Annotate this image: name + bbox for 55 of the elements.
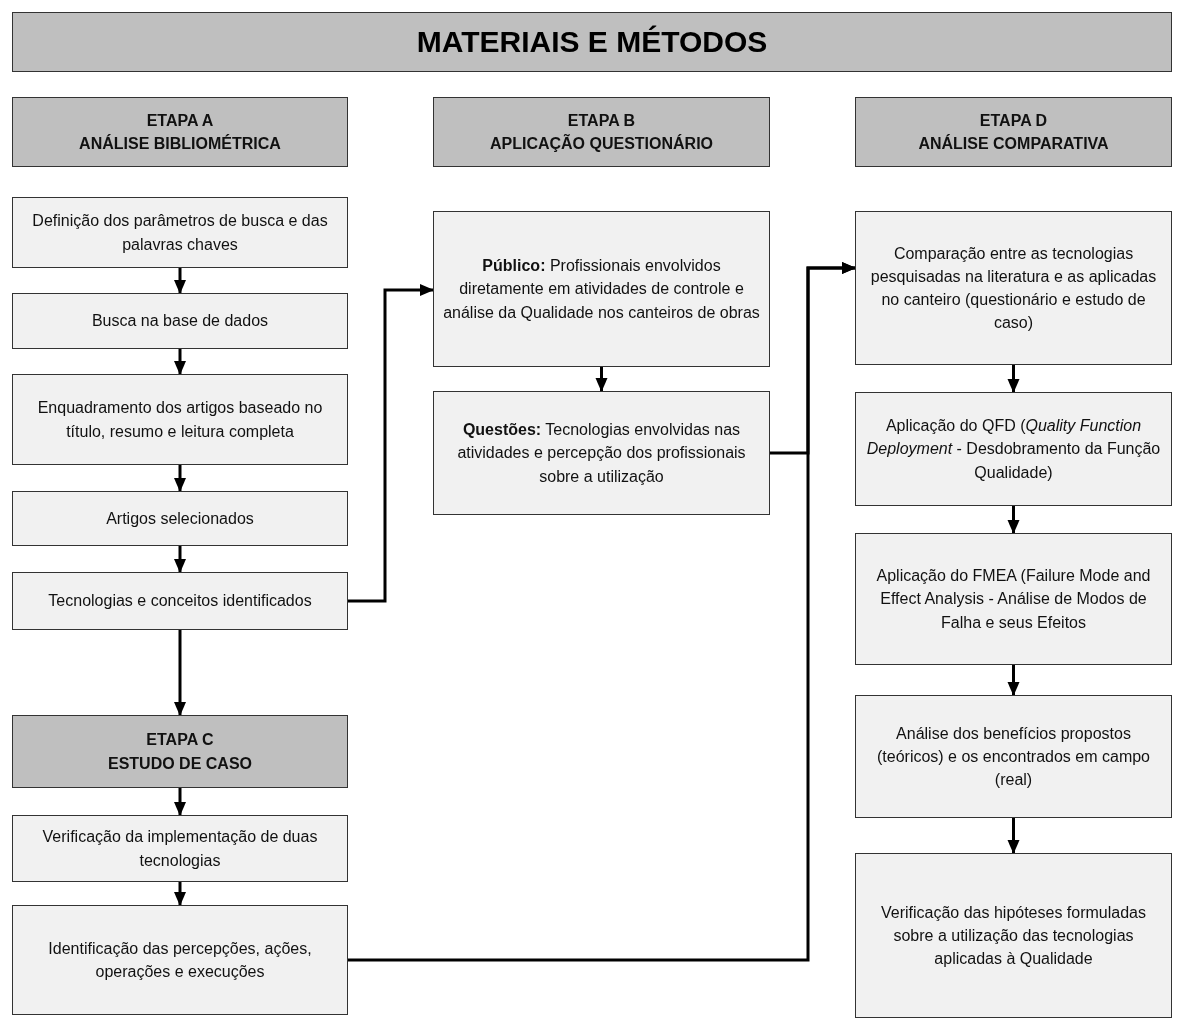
stage-title: ESTUDO DE CASO bbox=[108, 753, 252, 774]
arrow bbox=[174, 788, 186, 816]
arrow bbox=[1007, 818, 1020, 854]
step-text: Público: Profissionais envolvidos diretamente em atividades de controle e análise da Qualidade nos canteiros de obras bbox=[442, 256, 761, 323]
arrow bbox=[174, 465, 186, 492]
process-box bbox=[12, 572, 348, 630]
process-box bbox=[12, 905, 348, 1015]
step-text: Verificação da implementação de duas tecnologias bbox=[41, 827, 319, 871]
process-box bbox=[855, 853, 1172, 1018]
arrow bbox=[348, 262, 856, 962]
stage-header-box bbox=[433, 97, 770, 167]
stage-header-box bbox=[12, 715, 348, 788]
arrow bbox=[595, 367, 608, 392]
stage-label: ETAPA A bbox=[146, 110, 214, 131]
arrow bbox=[174, 630, 186, 716]
stage-header-box bbox=[12, 97, 348, 167]
process-box bbox=[433, 211, 770, 367]
step-text: Identificação das percepções, ações, operações e execuções bbox=[47, 938, 313, 982]
process-box bbox=[12, 293, 348, 349]
step-text: Enquadramento dos artigos baseado no título, resumo e leitura completa bbox=[36, 398, 324, 442]
process-box bbox=[855, 695, 1172, 818]
arrow bbox=[1007, 665, 1020, 696]
arrow bbox=[174, 268, 186, 294]
arrow bbox=[1007, 365, 1020, 393]
process-box bbox=[12, 815, 348, 882]
arrow bbox=[1007, 506, 1020, 534]
step-text: Aplicação do FMEA (Failure Mode and Effect Analysis - Análise de Modos de Falha e seus Efeitos bbox=[875, 566, 1152, 633]
step-text: Busca na base de dados bbox=[91, 311, 269, 332]
step-text: Definição dos parâmetros de busca e das palavras chaves bbox=[31, 211, 329, 255]
step-text: Artigos selecionados bbox=[106, 508, 254, 529]
stage-label: ETAPA D bbox=[979, 110, 1048, 131]
process-box bbox=[855, 533, 1172, 665]
process-box bbox=[12, 491, 348, 546]
arrow bbox=[174, 882, 186, 906]
step-text: Tecnologias e conceitos identificados bbox=[48, 591, 312, 612]
step-text: Comparação entre as tecnologias pesquisadas na literatura e as aplicadas no canteiro (questionário e estudo de caso) bbox=[869, 243, 1158, 334]
step-text: Aplicação do QFD (Quality Function Deployment - Desdobramento da Função Qualidade) bbox=[865, 416, 1162, 483]
step-text: Verificação das hipóteses formuladas sobre a utilização das tecnologias aplicadas à Qualidade bbox=[879, 902, 1147, 970]
stage-label: ETAPA B bbox=[567, 110, 636, 131]
arrow bbox=[174, 349, 186, 375]
process-box bbox=[12, 374, 348, 465]
stage-title: APLICAÇÃO QUESTIONÁRIO bbox=[489, 133, 714, 154]
stage-title: ANÁLISE COMPARATIVA bbox=[918, 133, 1109, 154]
step-text: Análise dos benefícios propostos (teóricos) e os encontrados em campo (real) bbox=[876, 723, 1151, 791]
title-banner: MATERIAIS E MÉTODOS bbox=[12, 12, 1172, 72]
process-box bbox=[12, 197, 348, 268]
stage-header-box bbox=[855, 97, 1172, 167]
stage-label: ETAPA C bbox=[146, 730, 214, 751]
stage-title: ANÁLISE BIBLIOMÉTRICA bbox=[79, 133, 281, 154]
arrow bbox=[348, 284, 434, 603]
process-box bbox=[433, 391, 770, 515]
arrow bbox=[174, 546, 186, 573]
process-box bbox=[855, 392, 1172, 506]
process-box bbox=[855, 211, 1172, 365]
step-text: Questões: Tecnologias envolvidas nas atividades e percepção dos profissionais sobre a utilização bbox=[456, 420, 747, 487]
